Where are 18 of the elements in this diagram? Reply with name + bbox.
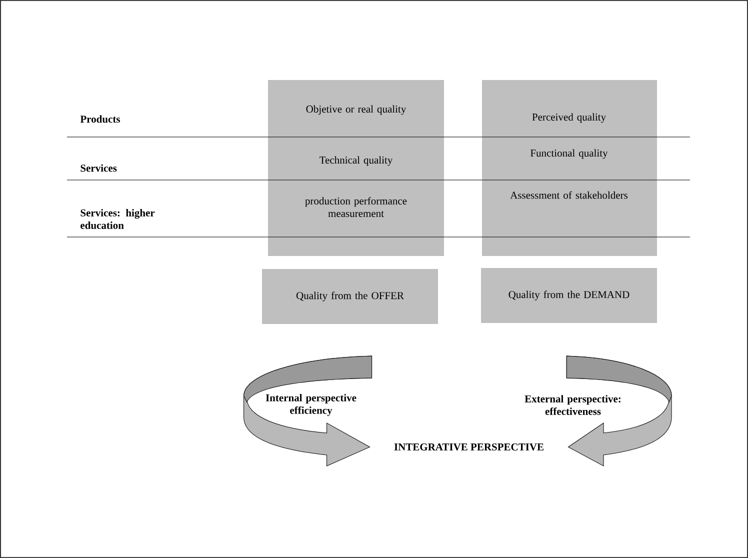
edge-label: External perspective: effectiveness: [524, 395, 620, 415]
cell-text: Functional quality: [530, 149, 608, 159]
quality-box: Quality from the DEMAND: [481, 268, 657, 323]
row-label: Products: [80, 115, 120, 123]
cell-text: Technical quality: [320, 156, 393, 166]
cell-text: production performance measurement: [305, 197, 407, 217]
edge-label: Internal perspective efficiency: [266, 394, 356, 416]
cell-text: Assessment of stakeholders: [510, 191, 628, 199]
curved-arrow: [244, 356, 372, 466]
cell-text: Perceived quality: [532, 113, 606, 123]
perspective-text: INTEGRATIVE PERSPECTIVE: [394, 443, 544, 451]
cell-text: Objetive or real quality: [306, 105, 406, 115]
column-box: [268, 80, 444, 256]
column-box: [482, 80, 657, 256]
row-label: Services: higher education: [80, 209, 155, 229]
curved-arrow: [566, 356, 672, 466]
quality-box: Quality from the OFFER: [262, 269, 438, 324]
row-label: Services: [80, 164, 117, 172]
